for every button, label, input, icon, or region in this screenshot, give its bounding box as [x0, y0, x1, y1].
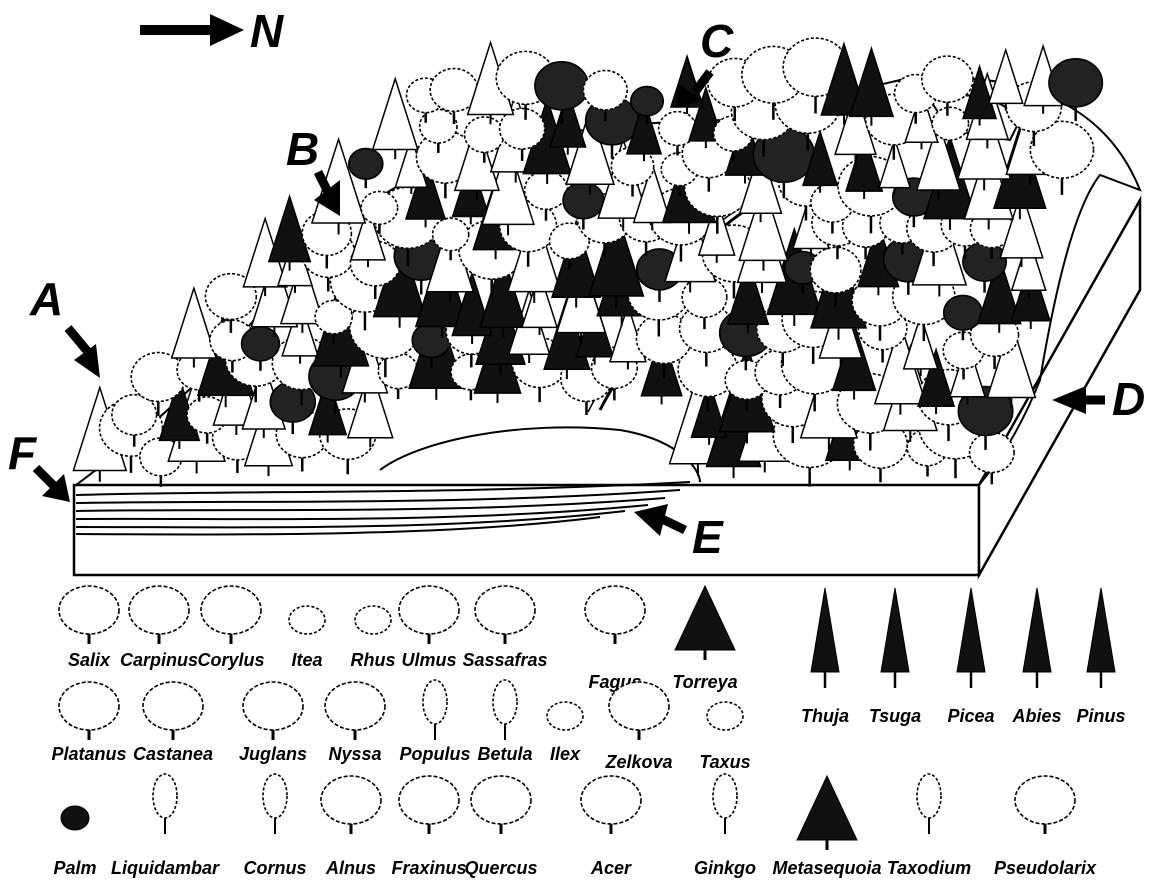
forest-trees: [73, 38, 1102, 487]
tree-illustration: [904, 315, 938, 376]
marker-arrow-F: [36, 468, 70, 502]
marker-label-D: D: [1112, 376, 1145, 422]
legend-item: Torreya: [640, 580, 770, 690]
legend-label: Taxodium: [864, 858, 994, 879]
compass-arrow: [140, 14, 244, 46]
lake-shore: [380, 427, 700, 482]
legend-item: Taxodium: [864, 770, 994, 880]
marker-label-A: A: [30, 276, 63, 322]
tree-illustration: [349, 149, 383, 189]
legend-label: Pseudolarix: [980, 858, 1110, 879]
legend-item: Acer: [546, 770, 676, 880]
marker-label-B: B: [286, 126, 319, 172]
legend-label: Pinus: [1036, 706, 1161, 727]
marker-label-F: F: [8, 430, 36, 476]
marker-arrow-A: [68, 328, 100, 378]
legend-item: Pseudolarix: [980, 770, 1110, 880]
compass-label: N: [250, 8, 283, 54]
legend-label: Acer: [546, 858, 676, 879]
legend-item: Pinus: [1036, 580, 1161, 690]
marker-label-E: E: [692, 514, 723, 560]
tree-illustration: [1030, 121, 1093, 195]
conifer-icon: [1036, 580, 1161, 690]
marker-label-C: C: [700, 18, 733, 64]
